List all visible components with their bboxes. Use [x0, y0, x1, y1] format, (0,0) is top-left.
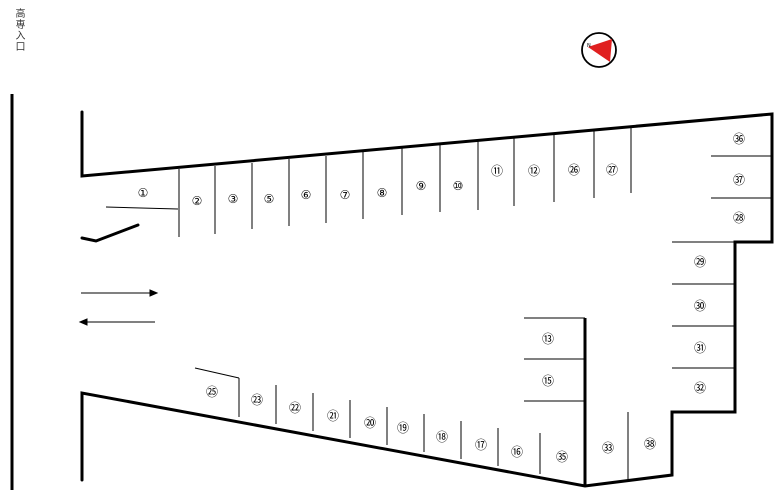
- parking-spot-3-label: ③: [228, 192, 239, 206]
- stall-dividers: [105, 127, 772, 481]
- arrow-left-icon: [78, 318, 155, 326]
- parking-spot-1-label: ①: [138, 186, 149, 200]
- parking-spot-31-label: ㉛: [694, 341, 706, 355]
- parking-spot-10-label: ⑩: [453, 179, 464, 193]
- parking-spot-35-label: ㉟: [556, 450, 568, 464]
- parking-spot-29-label: ㉙: [694, 255, 706, 269]
- boundary-entry-lower: [80, 223, 140, 243]
- parking-spot-38-label: ㊳: [644, 437, 656, 451]
- parking-spot-17-label: ⑰: [475, 438, 487, 452]
- boundary-top: [80, 110, 774, 488]
- parking-spot-13-label: ⑬: [542, 332, 554, 346]
- parking-spot-5-label: ⑤: [264, 192, 275, 206]
- parking-spot-25-label: ㉕: [206, 385, 218, 399]
- parking-spot-26-label: ㉖: [568, 163, 580, 177]
- parking-spot-30-label: ㉚: [694, 299, 706, 313]
- parking-spot-15-label: ⑮: [542, 374, 554, 388]
- parking-spot-6-label: ⑥: [301, 188, 312, 202]
- parking-spot-8-label: ⑧: [377, 186, 388, 200]
- parking-spot-20-label: ⑳: [364, 416, 376, 430]
- parking-spot-2-label: ②: [192, 194, 203, 208]
- parking-spot-37-label: ㊲: [733, 173, 745, 187]
- parking-spot-32-label: ㉜: [694, 381, 706, 395]
- parking-spot-27-label: ㉗: [606, 163, 618, 177]
- parking-spot-28-label: ㉘: [733, 211, 745, 225]
- parking-spot-33-label: ㉝: [602, 441, 614, 455]
- parking-spot-19-label: ⑲: [397, 421, 409, 435]
- arrow-right-icon: [81, 289, 159, 297]
- parking-spot-36-label: ㊱: [733, 132, 745, 146]
- parking-spot-12-label: ⑫: [528, 164, 540, 178]
- parking-spot-22-label: ㉒: [289, 401, 301, 415]
- compass-icon: N: [581, 32, 617, 68]
- parking-spot-18-label: ⑱: [436, 430, 448, 444]
- parking-spot-23-label: ㉓: [251, 393, 263, 407]
- parking-spot-11-label: ⑪: [491, 164, 503, 178]
- parking-spot-21-label: ㉑: [327, 409, 339, 423]
- compass-letter: N: [587, 43, 591, 49]
- parking-spot-7-label: ⑦: [340, 188, 351, 202]
- parking-spot-16-label: ⑯: [511, 445, 523, 459]
- parking-spot-9-label: ⑨: [416, 179, 427, 193]
- lot-boundary: [80, 110, 774, 488]
- entrance-label: 高専入口: [13, 8, 24, 52]
